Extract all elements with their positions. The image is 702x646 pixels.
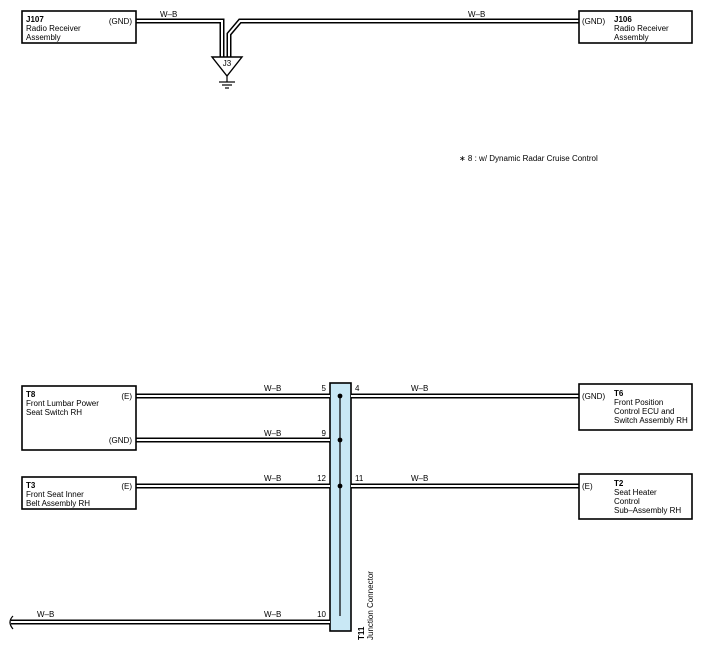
pin-number: 4: [355, 384, 360, 393]
component-code: J106: [614, 15, 632, 24]
component-code: T6: [614, 389, 624, 398]
component-name: Radio Receiver: [614, 24, 669, 33]
component-t8[interactable]: T8 Front Lumbar Power Seat Switch RH (E)…: [21, 385, 137, 451]
component-name: Seat Heater: [614, 488, 657, 497]
junction-name: Junction Connector: [366, 571, 375, 640]
component-j106[interactable]: (GND) J106 Radio Receiver Assembly: [578, 10, 693, 44]
wire-j107-j3: [136, 18, 225, 58]
wire-break-symbol: [9, 615, 14, 630]
component-name: Front Seat Inner: [26, 490, 84, 499]
component-name: Control ECU and: [614, 407, 674, 416]
component-name: Control: [614, 497, 640, 506]
component-code: T8: [26, 390, 36, 399]
pin-label: (E): [121, 482, 132, 491]
pin-label: (E): [582, 482, 593, 491]
junction-node: [337, 393, 343, 399]
junction-node: [337, 437, 343, 443]
component-t3[interactable]: T3 Front Seat Inner Belt Assembly RH (E): [21, 476, 137, 510]
pin-number: 12: [317, 474, 326, 483]
component-name: Assembly: [26, 33, 61, 42]
component-name: Switch Assembly RH: [614, 416, 688, 425]
component-code: T2: [614, 479, 624, 488]
component-name: Belt Assembly RH: [26, 499, 90, 508]
component-name: Seat Switch RH: [26, 408, 82, 417]
pin-label: (GND): [582, 392, 605, 401]
component-code: J107: [26, 15, 44, 24]
ground-point-label: J3: [223, 59, 232, 68]
pin-number: 11: [355, 474, 364, 483]
component-name: Assembly: [614, 33, 649, 42]
pin-number: 9: [322, 429, 327, 438]
wire-color-label: W–B: [264, 474, 281, 483]
wire-color-label: W–B: [160, 10, 177, 19]
component-code: T3: [26, 481, 36, 490]
component-name: Sub–Assembly RH: [614, 506, 681, 515]
junction-connector-t11[interactable]: T11 Junction Connector: [329, 382, 375, 640]
wire-j106-j3: [226, 18, 579, 58]
pin-number: 5: [322, 384, 327, 393]
pin-label: (GND): [109, 17, 132, 26]
component-name: Front Position: [614, 398, 663, 407]
pin-label: (GND): [582, 17, 605, 26]
ground-point-j3[interactable]: J3: [210, 56, 244, 89]
pin-label: (E): [121, 392, 132, 401]
wire-color-label: W–B: [468, 10, 485, 19]
wire-color-label: W–B: [264, 610, 281, 619]
wire-continuation: [9, 615, 330, 630]
wire-color-label: W–B: [264, 429, 281, 438]
component-name: Radio Receiver: [26, 24, 81, 33]
pin-number: 10: [317, 610, 326, 619]
wire-color-label: W–B: [37, 610, 54, 619]
component-t6[interactable]: (GND) T6 Front Position Control ECU and …: [578, 383, 693, 431]
component-name: Front Lumbar Power: [26, 399, 99, 408]
pin-label: (GND): [109, 436, 132, 445]
footnote: ∗ 8 : w/ Dynamic Radar Cruise Control: [459, 154, 598, 163]
wire-color-label: W–B: [264, 384, 281, 393]
wire-color-label: W–B: [411, 384, 428, 393]
junction-node: [337, 483, 343, 489]
component-j107[interactable]: J107 Radio Receiver Assembly (GND): [21, 10, 137, 44]
component-t2[interactable]: (E) T2 Seat Heater Control Sub–Assembly …: [578, 473, 693, 520]
junction-code: T11: [357, 626, 366, 640]
wire-color-label: W–B: [411, 474, 428, 483]
